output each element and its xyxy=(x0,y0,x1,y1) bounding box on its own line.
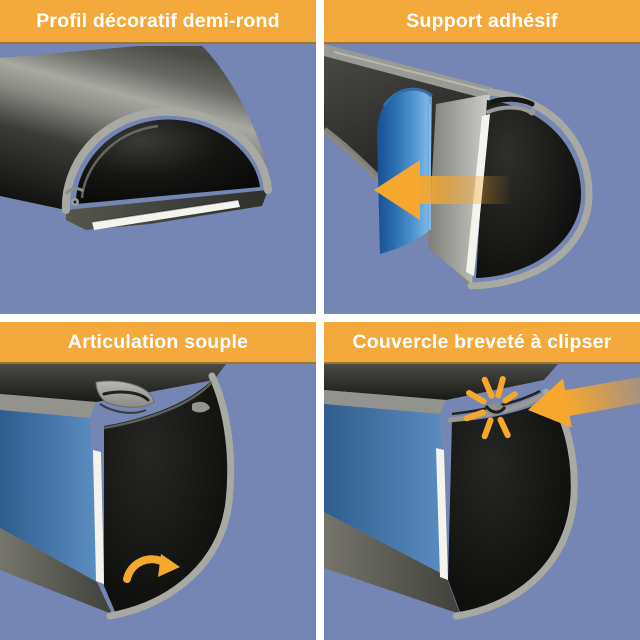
banner-label-q4: Couvercle breveté à clipser xyxy=(352,330,612,353)
banner-q3: Articulation souple xyxy=(0,322,316,364)
quadrant-bottom-right: Couvercle breveté à clipser xyxy=(324,322,640,640)
banner-q2: Support adhésif xyxy=(324,0,640,44)
peel-arrow-left-icon xyxy=(374,160,512,220)
illustration-clip-on-cover xyxy=(324,364,640,640)
illustration-flexible-hinge xyxy=(0,364,316,640)
illustration-adhesive-backing xyxy=(324,44,640,314)
quadrant-bottom-left: Articulation souple xyxy=(0,322,316,640)
half-round-profile-render xyxy=(0,46,272,230)
illustration-half-round-profile xyxy=(0,44,316,314)
clip-detail xyxy=(484,403,507,415)
clip-on-cover-render xyxy=(324,364,640,620)
banner-q4: Couvercle breveté à clipser xyxy=(324,322,640,364)
quadrant-top-right: Support adhésif xyxy=(324,0,640,314)
starburst-icon xyxy=(463,376,518,440)
flexible-hinge-render xyxy=(0,364,235,620)
quadrant-top-left: Profil décoratif demi-rond xyxy=(0,0,316,314)
snap-arrow-icon xyxy=(528,369,640,428)
banner-label-q3: Articulation souple xyxy=(67,330,249,353)
rotate-arrow-icon xyxy=(123,554,180,583)
adhesive-backing-render xyxy=(324,44,593,290)
open-cover-flap xyxy=(95,380,210,414)
banner-label-q2: Support adhésif xyxy=(406,9,558,32)
banner-q1: Profil décoratif demi-rond xyxy=(0,0,316,44)
banner-label-q1: Profil décoratif demi-rond xyxy=(36,9,280,32)
